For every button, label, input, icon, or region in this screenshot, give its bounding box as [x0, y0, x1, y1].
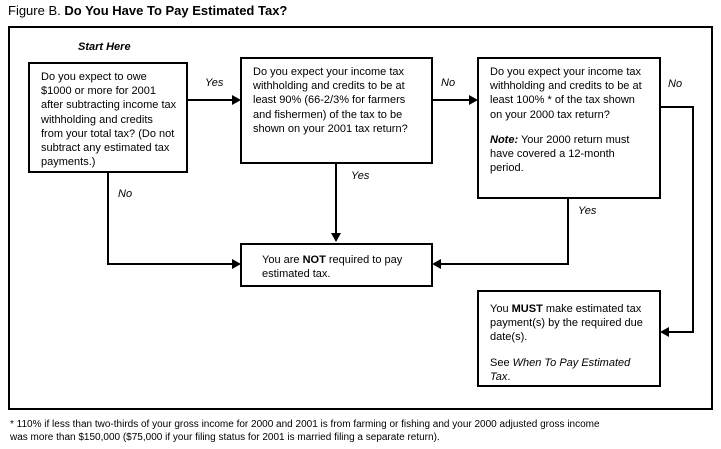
edge-label-q3-no: No	[668, 78, 683, 90]
edge-q3-yes-arrowhead	[432, 259, 441, 269]
figure-title: Do You Have To Pay Estimated Tax?	[64, 3, 288, 18]
not-required-suffix: required to pay estimated tax.	[262, 254, 403, 281]
must-pay-prefix: You	[490, 303, 512, 315]
not-required-emphasis: NOT	[302, 254, 326, 266]
not-required-prefix: You are	[262, 254, 303, 266]
see-prefix: See	[490, 356, 513, 369]
footnote: * 110% if less than two-thirds of your g…	[10, 418, 710, 444]
edge-q3-no-hline-bottom	[669, 331, 694, 333]
edge-label-q1-yes: Yes	[205, 77, 224, 89]
footnote-line-1: * 110% if less than two-thirds of your g…	[10, 419, 600, 430]
edge-q2-no-arrowhead	[469, 95, 478, 105]
outcome-not-required-text: You are NOT required to pay estimated ta…	[262, 253, 422, 281]
edge-label-q1-no: No	[118, 188, 133, 200]
outcome-must-pay-text: You MUST make estimated tax payment(s) b…	[490, 302, 650, 345]
edge-q2-yes-vline	[335, 164, 337, 235]
must-pay-emphasis: MUST	[511, 303, 543, 315]
footnote-line-2: was more than $150,000 ($75,000 if your …	[10, 432, 440, 443]
edge-q3-no-hline-top	[661, 106, 694, 108]
outcome-box-must-pay: You MUST make estimated tax payment(s) b…	[477, 290, 661, 387]
outcome-must-pay-reference: See When To Pay Estimated Tax.	[490, 356, 650, 384]
edge-q1-no-vline	[107, 173, 109, 265]
note-label: Note:	[490, 133, 519, 146]
edge-q1-yes-line	[188, 99, 233, 101]
edge-q3-no-vline	[692, 106, 694, 333]
edge-q1-no-hline	[107, 263, 233, 265]
decision-box-q1: Do you expect to owe $1000 or more for 2…	[28, 62, 188, 173]
decision-box-q1-text: Do you expect to owe $1000 or more for 2…	[41, 71, 177, 169]
decision-box-q3-text: Do you expect your income tax withholdin…	[490, 66, 642, 121]
edge-q2-no-line	[433, 99, 470, 101]
decision-box-q2: Do you expect your income tax withholdin…	[240, 57, 433, 164]
edge-q3-yes-vline	[567, 199, 569, 264]
start-here-label: Start Here	[78, 41, 131, 53]
outcome-box-not-required: You are NOT required to pay estimated ta…	[240, 243, 433, 287]
edge-q3-no-arrowhead	[660, 327, 669, 337]
decision-box-q3-note: Note: Your 2000 return must have covered…	[490, 133, 650, 176]
edge-q3-yes-hline	[440, 263, 569, 265]
edge-label-q2-no: No	[441, 77, 456, 89]
see-suffix: .	[507, 370, 511, 383]
decision-box-q2-text: Do you expect your income tax withholdin…	[253, 66, 408, 135]
publication-reference: When To Pay Estimated Tax	[490, 356, 631, 383]
edge-label-q3-yes: Yes	[578, 205, 597, 217]
figure-label: Figure B.	[8, 3, 61, 18]
edge-q2-yes-arrowhead	[331, 233, 341, 242]
page-title: Figure B. Do You Have To Pay Estimated T…	[8, 3, 287, 18]
edge-label-q2-yes: Yes	[351, 170, 370, 182]
decision-box-q3: Do you expect your income tax withholdin…	[477, 57, 661, 199]
edge-q1-no-arrowhead	[232, 259, 241, 269]
note-text: Your 2000 return must have covered a 12-…	[490, 133, 630, 175]
must-pay-suffix: make estimated tax payment(s) by the req…	[490, 303, 643, 344]
edge-q1-yes-arrowhead	[232, 95, 241, 105]
